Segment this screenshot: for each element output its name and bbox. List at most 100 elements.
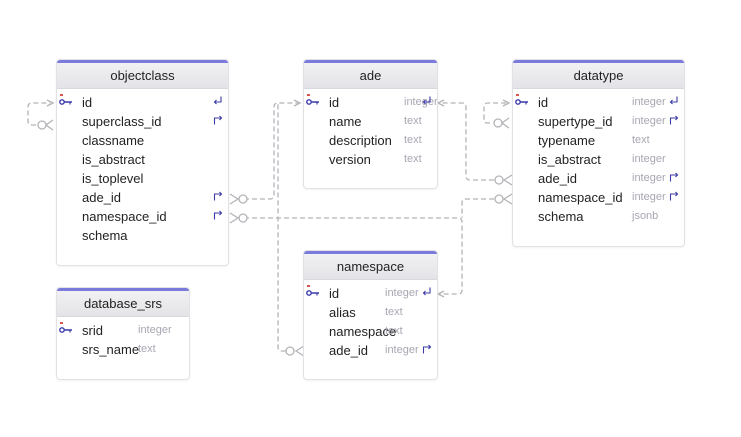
connector-line [483, 102, 506, 124]
field-name: namespace [329, 324, 397, 339]
field-name: is_toplevel [82, 171, 144, 186]
table-accent-bar [304, 60, 437, 63]
rel-datatype-self [483, 99, 511, 129]
connector-line [27, 102, 50, 126]
table-title[interactable]: ade [304, 63, 437, 89]
table-accent-bar [304, 251, 437, 254]
field-type: integer [385, 344, 419, 356]
foreign-key-arrow-icon[interactable] [213, 115, 223, 125]
field-row[interactable]: name text [304, 112, 437, 131]
field-name: classname [82, 133, 145, 148]
referenced-arrow-icon[interactable] [422, 287, 432, 297]
field-type: integer [632, 191, 666, 203]
field-name: schema [538, 209, 584, 224]
referenced-arrow-icon[interactable] [213, 96, 223, 106]
foreign-key-arrow-icon[interactable] [669, 115, 679, 125]
field-name: supertype_id [538, 114, 613, 129]
field-name: id [329, 95, 340, 110]
field-list: idintegersuperclass_idintegerclassnamete… [57, 89, 228, 245]
rel-namespace-ade [277, 103, 305, 357]
optional-circle-icon [37, 120, 47, 130]
field-type: integer [138, 324, 172, 336]
referenced-arrow-icon[interactable] [422, 96, 432, 106]
field-name: name [329, 114, 362, 129]
field-name: is_abstract [82, 152, 145, 167]
arrow-head-icon [46, 99, 55, 107]
field-type: jsonb [632, 210, 659, 222]
arrow-head-icon [436, 290, 445, 298]
field-row[interactable]: is_toplevelinteger [57, 169, 228, 188]
field-name: schema [82, 228, 128, 243]
field-type: integer [632, 153, 666, 165]
referenced-arrow-icon[interactable] [669, 96, 679, 106]
primary-key-icon [306, 94, 319, 105]
table-title[interactable]: database_srs [57, 291, 189, 317]
field-name: version [329, 152, 371, 167]
rel-objectclass-ade [229, 99, 302, 205]
foreign-key-arrow-icon[interactable] [213, 191, 223, 201]
foreign-key-arrow-icon[interactable] [213, 210, 223, 220]
field-name: id [82, 95, 93, 110]
rel-objectclass-self [27, 99, 55, 131]
arrow-head-icon [502, 99, 511, 107]
field-name: namespace_id [538, 190, 623, 205]
field-type: text [404, 115, 422, 127]
crow-foot-icon [229, 212, 240, 224]
arrow-head-icon [293, 99, 302, 107]
field-type: text [138, 343, 156, 355]
field-row[interactable]: namespace_id integer [513, 188, 684, 207]
field-name: id [538, 95, 549, 110]
optional-circle-icon [494, 175, 504, 185]
foreign-key-arrow-icon[interactable] [669, 172, 679, 182]
table-objectclass[interactable]: objectclass idintegersuperclass_idintege… [57, 60, 228, 265]
field-row[interactable]: supertype_id integer [513, 112, 684, 131]
foreign-key-arrow-icon[interactable] [669, 191, 679, 201]
table-title[interactable]: datatype [513, 63, 684, 89]
connector-line [440, 102, 494, 181]
field-name: namespace_id [82, 209, 167, 224]
rel-datatype-namespace [461, 193, 513, 218]
crow-foot-icon [229, 193, 240, 205]
rel-objectclass-namespace [229, 212, 463, 298]
primary-key-icon [306, 285, 319, 296]
table-title[interactable]: namespace [304, 254, 437, 280]
field-type: integer [632, 115, 666, 127]
field-name: superclass_id [82, 114, 162, 129]
field-type: text [632, 134, 650, 146]
table-title[interactable]: objectclass [57, 63, 228, 89]
optional-circle-icon [238, 194, 248, 204]
crow-foot-icon [502, 193, 513, 205]
field-type: text [385, 325, 403, 337]
table-accent-bar [513, 60, 684, 63]
foreign-key-arrow-icon[interactable] [422, 344, 432, 354]
field-row[interactable]: classnametext [57, 131, 228, 150]
field-row[interactable]: schema jsonb [513, 207, 684, 226]
